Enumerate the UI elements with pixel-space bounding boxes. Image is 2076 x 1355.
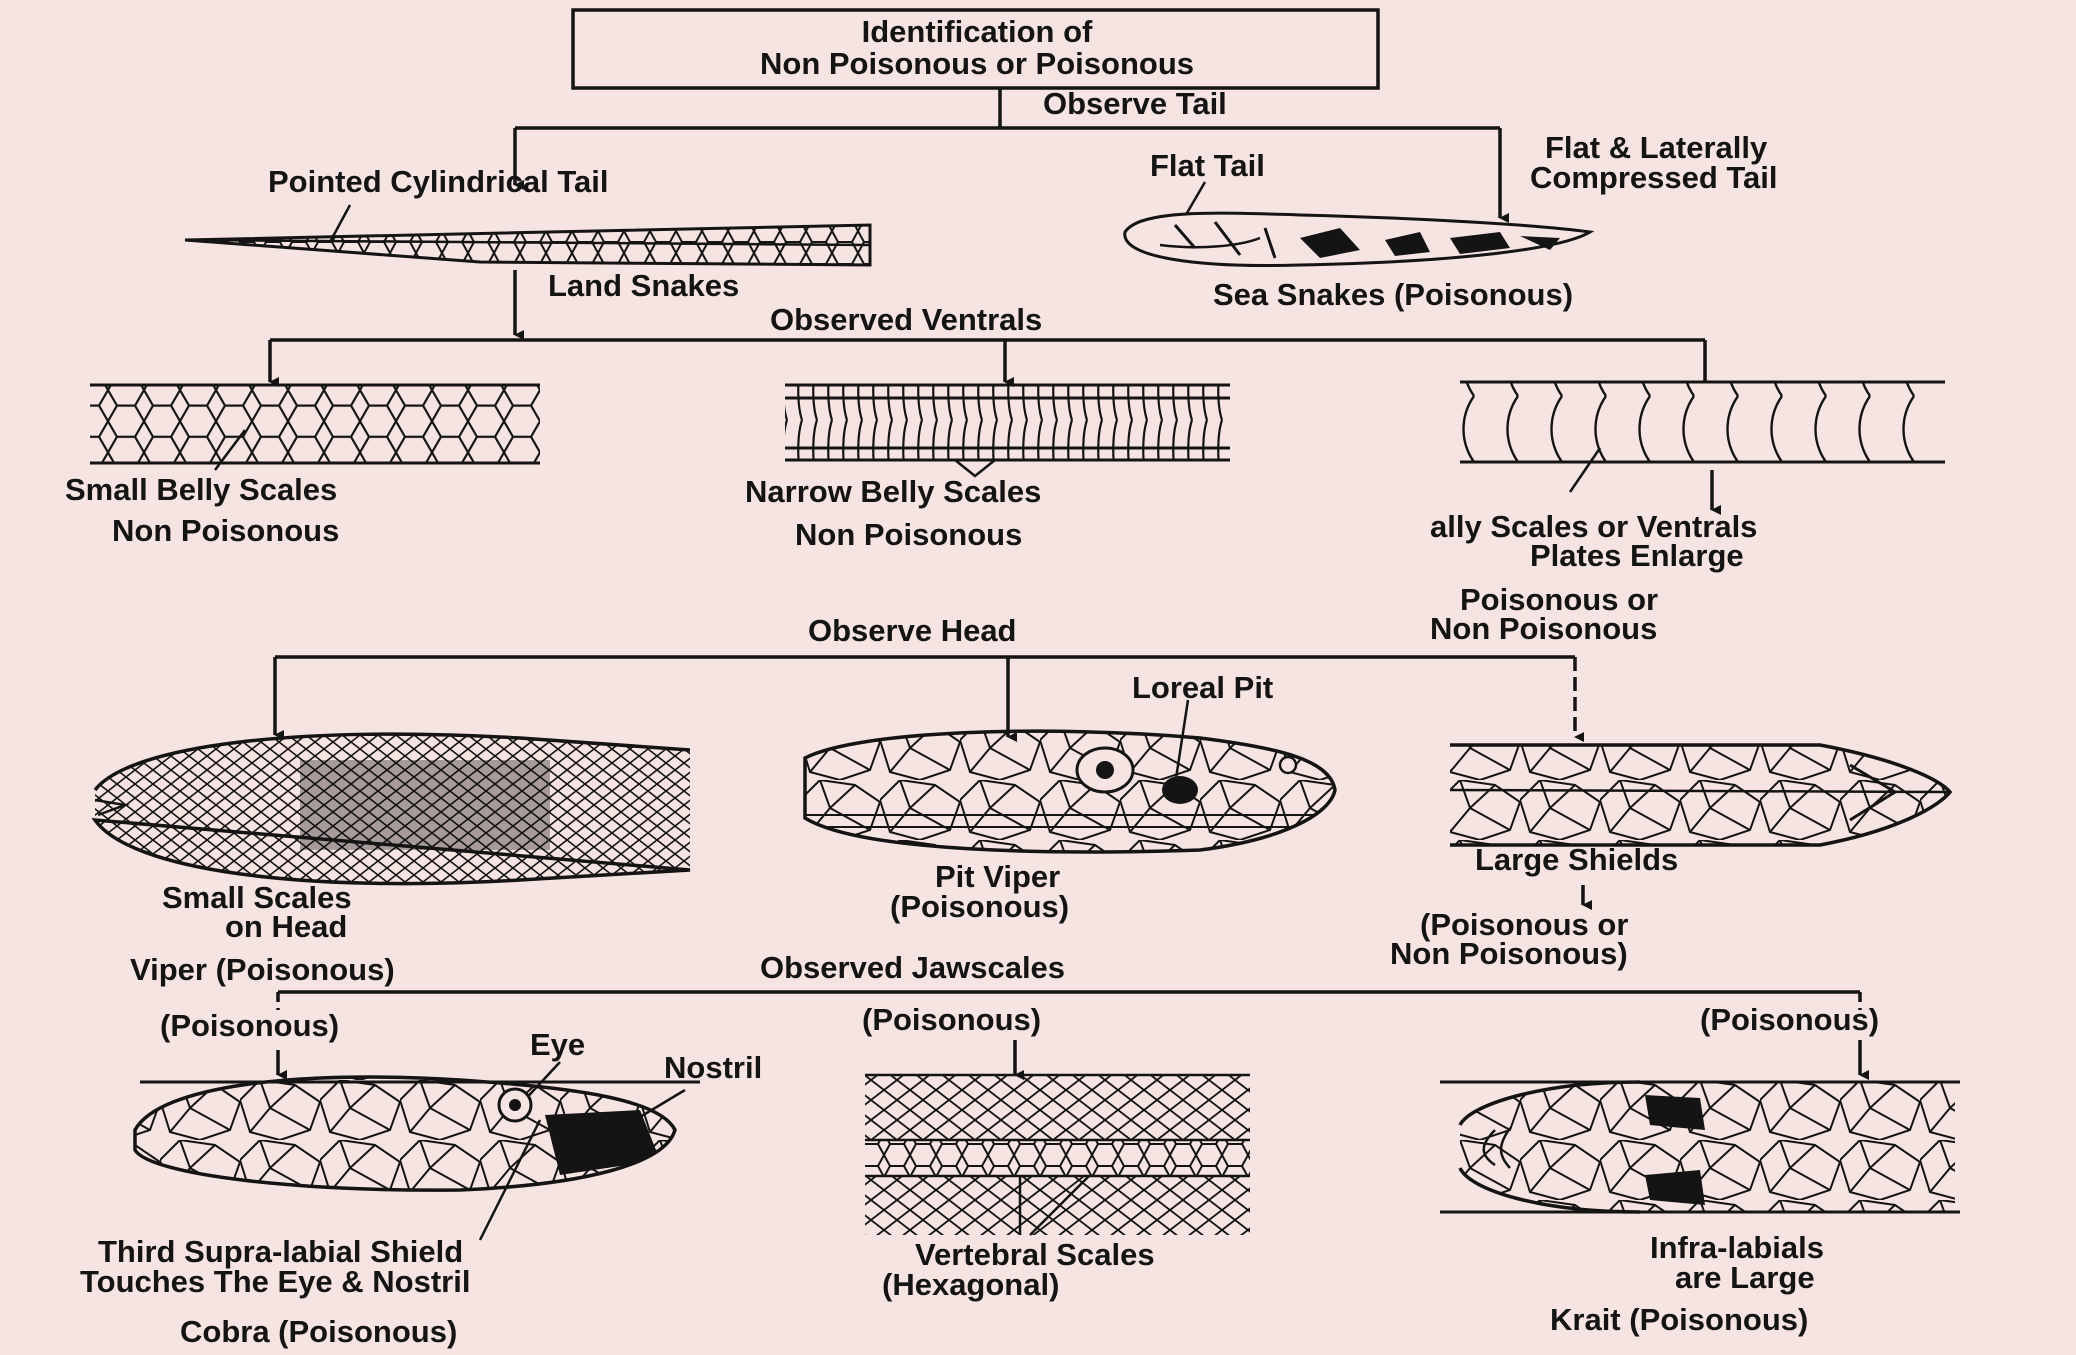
observed-jawscales-label: Observed Jawscales xyxy=(760,950,1065,985)
loreal-pit-dot xyxy=(1162,776,1198,804)
pointed-tail-drawing xyxy=(185,225,870,265)
vertebral-label-2: (Hexagonal) xyxy=(882,1267,1059,1302)
narrow-belly-label: Narrow Belly Scales xyxy=(745,474,1041,509)
title-line-2: Non Poisonous or Poisonous xyxy=(760,46,1194,81)
enlarged-result-2: Non Poisonous xyxy=(1430,611,1657,646)
small-belly-label: Small Belly Scales xyxy=(65,472,337,507)
eye-label: Eye xyxy=(530,1027,585,1062)
flat-lateral-label-2: Compressed Tail xyxy=(1530,160,1778,195)
title-line-1: Identification of xyxy=(862,14,1093,49)
cobra-label: Cobra (Poisonous) xyxy=(180,1314,457,1349)
left-poisonous-tag: (Poisonous) xyxy=(160,1008,339,1043)
mid-poisonous-tag: (Poisonous) xyxy=(862,1002,1041,1037)
pit-viper-head-drawing xyxy=(800,720,1340,860)
observe-tail-label: Observe Tail xyxy=(1043,86,1227,121)
land-snakes-label: Land Snakes xyxy=(548,268,739,303)
narrow-belly-result: Non Poisonous xyxy=(795,517,1022,552)
viper-head-drawing xyxy=(90,720,690,890)
flat-tail-label: Flat Tail xyxy=(1150,148,1265,183)
krait-desc-2: are Large xyxy=(1675,1260,1815,1295)
vertebral-scales-drawing xyxy=(865,1075,1250,1235)
pointed-tail-label: Pointed Cylindrical Tail xyxy=(268,164,609,199)
flat-tail-drawing xyxy=(1125,213,1590,265)
title-box: Identification of Non Poisonous or Poiso… xyxy=(573,10,1378,88)
small-belly-scales-drawing xyxy=(90,385,540,470)
cobra-desc-2: Touches The Eye & Nostril xyxy=(80,1264,470,1299)
cobra-head-drawing xyxy=(130,1070,700,1200)
observe-head-label: Observe Head xyxy=(808,613,1017,648)
pit-viper-label-2: (Poisonous) xyxy=(890,889,1069,924)
narrow-belly-scales-drawing xyxy=(785,385,1230,476)
loreal-pit-label: Loreal Pit xyxy=(1132,670,1273,705)
sea-snakes-label: Sea Snakes (Poisonous) xyxy=(1213,277,1573,312)
observed-ventrals-label: Observed Ventrals xyxy=(770,302,1042,337)
nostril-label: Nostril xyxy=(664,1050,762,1085)
large-shields-result-2: Non Poisonous) xyxy=(1390,936,1628,971)
large-shields-head-drawing xyxy=(1445,740,1955,850)
krait-label: Krait (Poisonous) xyxy=(1550,1302,1808,1337)
large-shields-label: Large Shields xyxy=(1475,842,1678,877)
small-belly-result: Non Poisonous xyxy=(112,513,339,548)
enlarged-ventrals-drawing xyxy=(1460,382,1945,462)
small-scales-label-2: on Head xyxy=(225,909,347,944)
enlarged-ventrals-label-2: Plates Enlarge xyxy=(1530,538,1744,573)
right-poisonous-tag: (Poisonous) xyxy=(1700,1002,1879,1037)
viper-label: Viper (Poisonous) xyxy=(130,952,395,987)
krait-head-drawing xyxy=(1440,1078,1960,1218)
